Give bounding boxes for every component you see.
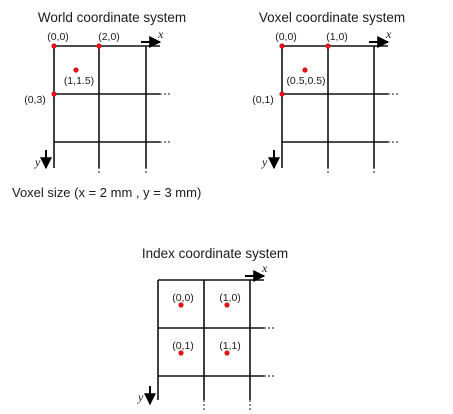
world-panel: World coordinate system x y (0,0) (2,0) … <box>24 10 186 175</box>
index-title: Index coordinate system <box>142 246 288 261</box>
world-left-label: (0,3) <box>24 94 46 106</box>
index-cell-10-label: (1,0) <box>219 292 241 304</box>
voxel-left-label: (0,1) <box>252 94 274 106</box>
world-y-label: y <box>34 155 41 169</box>
voxel-origin-point <box>279 43 285 49</box>
voxel-top-right-point <box>325 43 331 49</box>
voxel-y-label: y <box>261 155 268 169</box>
index-x-label: x <box>261 261 268 275</box>
index-cell-11-point <box>224 350 230 356</box>
world-origin-label: (0,0) <box>47 31 69 43</box>
voxel-top-right-label: (1,0) <box>326 31 348 43</box>
index-cell-01-label: (0,1) <box>172 340 194 352</box>
voxel-title: Voxel coordinate system <box>259 10 405 25</box>
voxel-point-label: (0.5,0.5) <box>286 75 325 87</box>
world-x-label: x <box>157 27 164 41</box>
index-cell-01-point <box>178 350 184 356</box>
world-top-right-label: (2,0) <box>98 31 120 43</box>
world-grid <box>53 45 172 175</box>
index-y-label: y <box>137 390 144 404</box>
world-top-right-point <box>96 43 102 49</box>
world-sample-point <box>73 67 79 73</box>
world-title: World coordinate system <box>38 10 186 25</box>
voxel-left-point <box>279 91 285 97</box>
index-cell-00-point <box>178 302 184 308</box>
voxel-size-note: Voxel size (x = 2 mm , y = 3 mm) <box>12 185 201 200</box>
world-left-point <box>51 91 57 97</box>
voxel-origin-label: (0,0) <box>275 31 297 43</box>
index-panel: Index coordinate system x y (0,0) (1,0) … <box>137 246 288 410</box>
voxel-panel: Voxel coordinate system x y (0,0) (1,0) … <box>252 10 405 175</box>
index-cell-11-label: (1,1) <box>219 340 241 352</box>
voxel-grid <box>281 45 400 175</box>
world-point-label: (1,1.5) <box>64 75 94 87</box>
index-grid <box>157 279 276 410</box>
index-cell-10-point <box>224 302 230 308</box>
index-cell-00-label: (0,0) <box>172 292 194 304</box>
world-origin-point <box>51 43 57 49</box>
voxel-sample-point <box>302 67 308 73</box>
voxel-x-label: x <box>385 27 392 41</box>
